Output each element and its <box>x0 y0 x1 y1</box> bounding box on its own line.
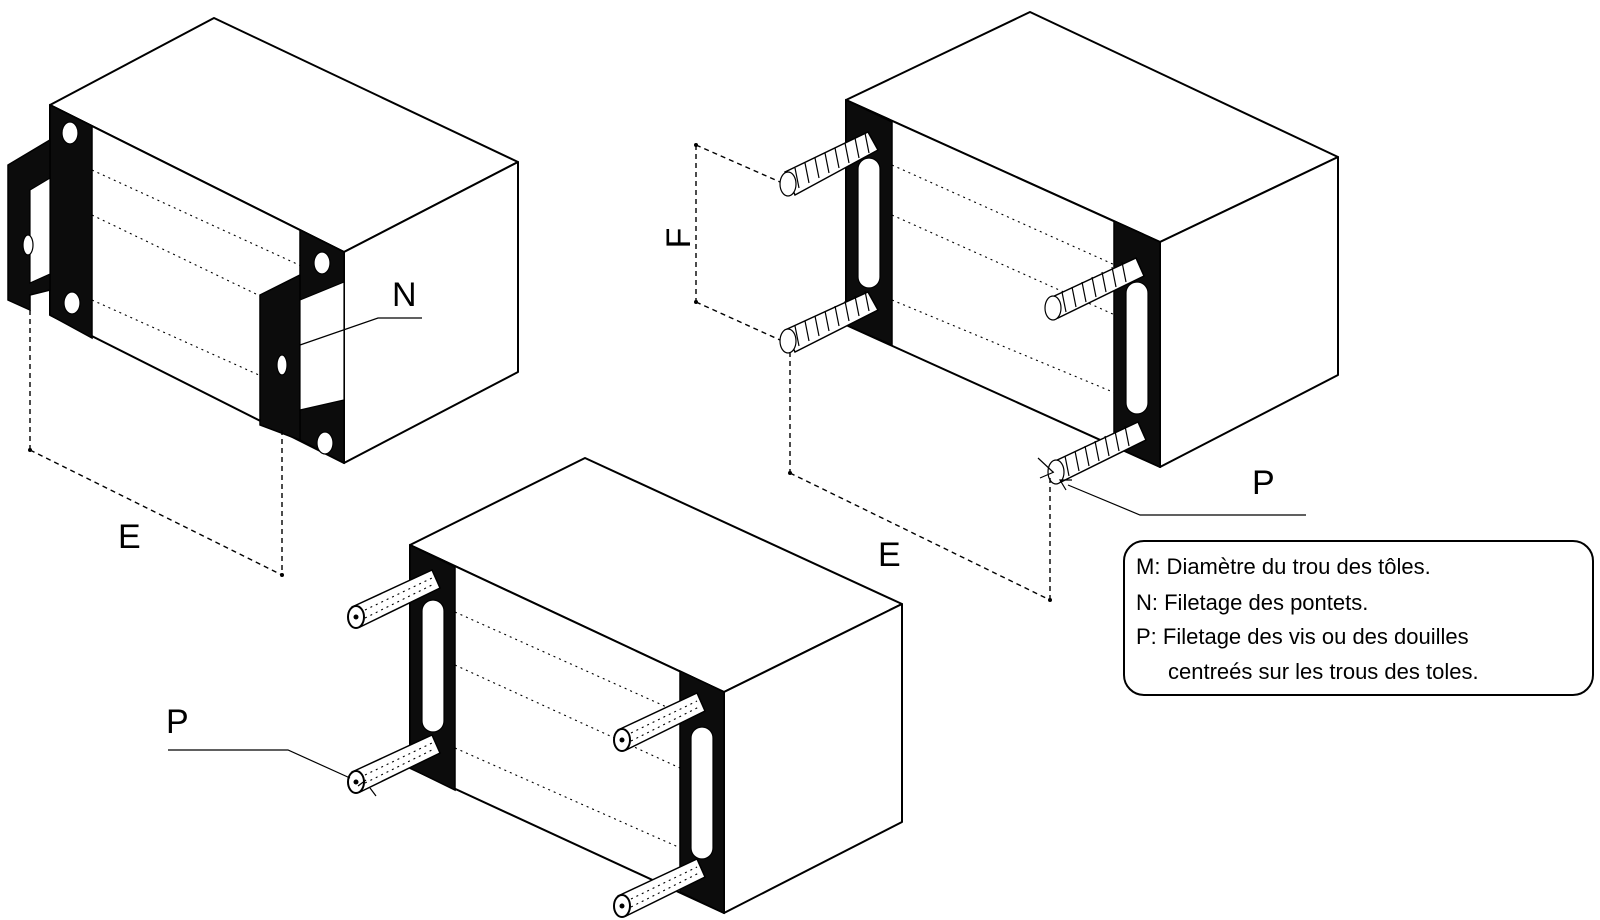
legend-box: M: Diamètre du trou des tôles. N: Fileta… <box>1123 540 1594 696</box>
label-e-right: E <box>878 536 901 574</box>
threaded-rod-4 <box>1047 420 1147 485</box>
legend-line-p1: P: Filetage des vis ou des douilles <box>1136 624 1469 649</box>
label-e-left: E <box>118 518 141 556</box>
legend-line-n: N: Filetage des pontets. <box>1136 590 1368 615</box>
bushing-2 <box>347 733 441 794</box>
threaded-rod-3 <box>1044 256 1145 321</box>
threaded-rod-2 <box>779 290 880 354</box>
left-box <box>7 17 519 577</box>
bushing-3 <box>613 691 706 752</box>
bushing-4 <box>613 857 706 918</box>
label-n: N <box>392 276 417 314</box>
legend-line-p2: centreés sur les trous des toles. <box>1168 659 1479 684</box>
legend-line-m: M: Diamètre du trou des tôles. <box>1136 554 1431 579</box>
right-box <box>694 11 1339 602</box>
threaded-rod-1 <box>779 131 880 197</box>
label-p-right: P <box>1252 464 1275 502</box>
bushing-1 <box>347 568 441 629</box>
label-p-bottom: P <box>166 703 189 741</box>
label-f: F <box>660 228 698 249</box>
bottom-box <box>168 457 903 918</box>
